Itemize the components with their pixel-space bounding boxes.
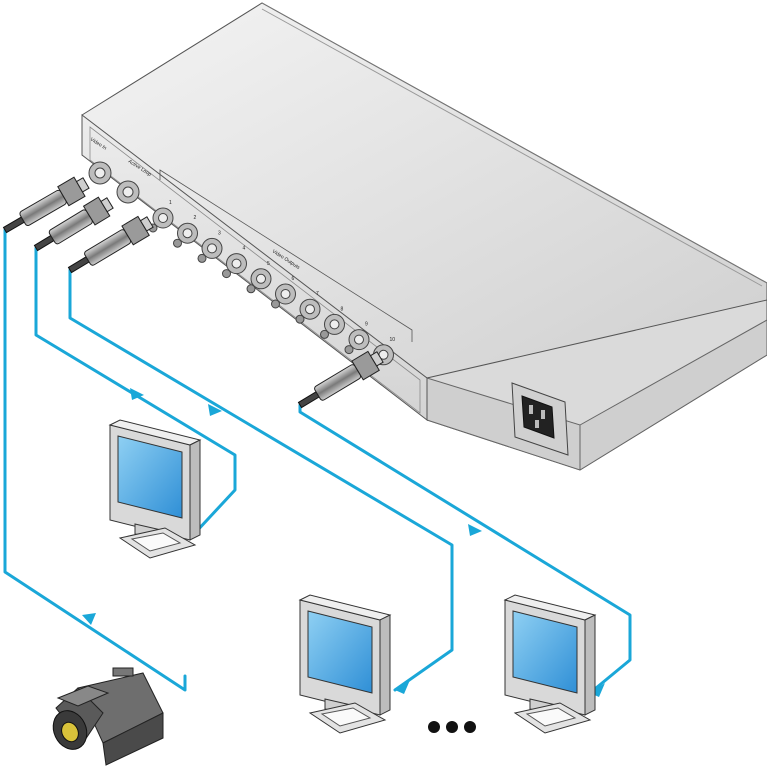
video-output-connectors: 1 2 3 4 5 6 7 8 9 10 (148, 200, 396, 370)
active-loop-connector[interactable] (116, 180, 140, 204)
video-output-connector-8[interactable]: 8 (320, 306, 345, 339)
video-output-connector-7[interactable]: 7 (295, 291, 321, 324)
cable-output-10-to-monitor-3 (298, 403, 632, 695)
cable-loop-to-monitor-1 (34, 246, 237, 535)
output-number-label: 8 (341, 306, 344, 312)
video-distribution-amplifier: Video In Active Loop Video Outputs 12345… (81, 2, 767, 471)
output-number-label: 5 (267, 261, 270, 267)
monitor-icon (108, 419, 202, 559)
arrow-icon (468, 524, 482, 536)
monitor-icon (503, 594, 597, 734)
cable-output-1-to-monitor-2 (68, 268, 454, 692)
arrow-icon (82, 613, 96, 625)
video-output-connector-2[interactable]: 2 (173, 215, 198, 248)
video-output-connector-1[interactable]: 1 (148, 200, 174, 233)
arrow-icon (208, 404, 222, 416)
bnc-plug (297, 350, 384, 409)
ellipsis-icon (428, 721, 476, 733)
arrow-icon (395, 680, 410, 694)
output-number-label: 4 (243, 246, 246, 252)
output-number-label: 6 (292, 276, 295, 282)
bnc-plug (33, 196, 114, 252)
power-socket[interactable] (511, 382, 569, 456)
arrow-icon (130, 388, 144, 400)
video-output-connector-3[interactable]: 3 (197, 230, 223, 263)
video-output-connector-4[interactable]: 4 (222, 246, 247, 279)
output-number-label: 9 (365, 322, 368, 328)
video-camera-icon (52, 667, 164, 766)
video-output-connector-9[interactable]: 9 (344, 322, 370, 355)
monitor-icon (298, 594, 392, 734)
cables (3, 228, 632, 695)
cable-camera-to-input (3, 228, 187, 692)
bnc-plug (67, 215, 154, 274)
output-number-label: 2 (194, 215, 197, 221)
video-output-connector-5[interactable]: 5 (246, 261, 272, 294)
bnc-plugs (2, 176, 384, 409)
device-top (81, 2, 767, 379)
monitors (108, 419, 597, 734)
output-number-label: 3 (218, 230, 221, 236)
device-front-panel (81, 113, 428, 422)
output-number-label: 7 (316, 291, 319, 297)
video-output-connector-6[interactable]: 6 (271, 276, 296, 309)
video-in-connector[interactable] (88, 161, 112, 185)
output-number-label: 1 (169, 200, 172, 206)
output-number-label: 10 (390, 337, 396, 343)
bnc-plug (2, 176, 90, 234)
